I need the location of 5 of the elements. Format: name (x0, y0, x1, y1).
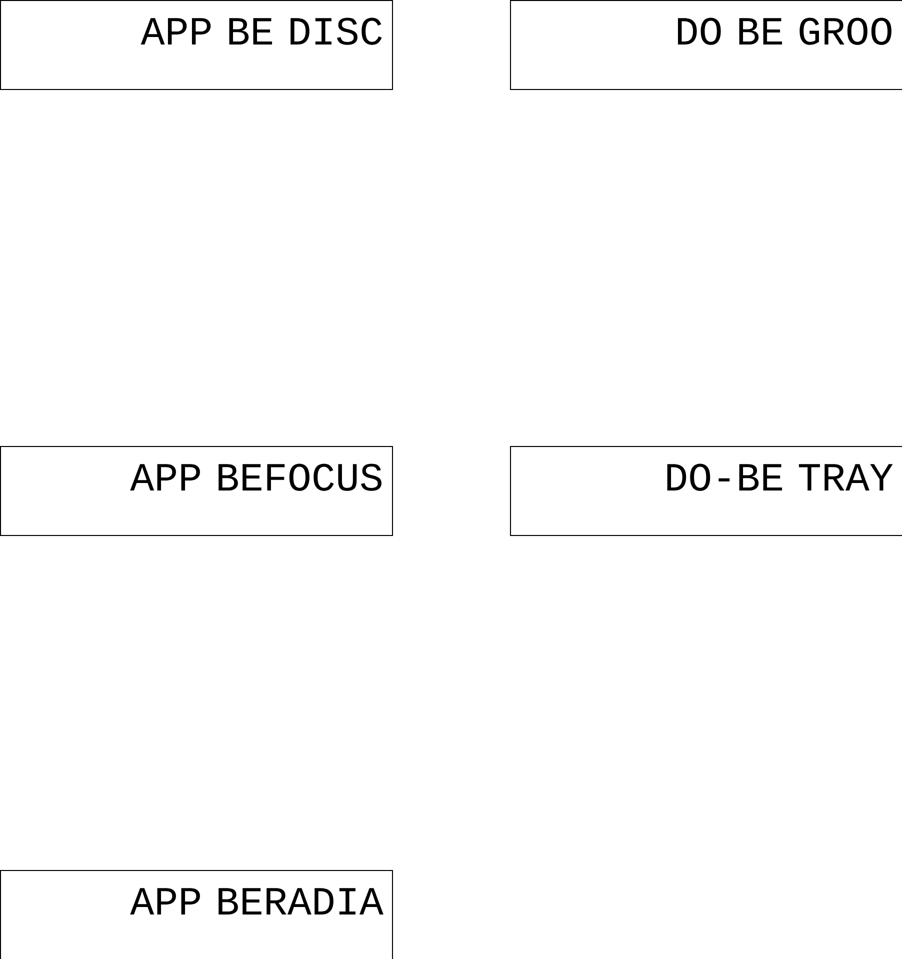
display-box: APP BE DISC (0, 0, 393, 90)
display-box: APP BEFOCUS (0, 446, 393, 536)
display-box: DO BE GROO (510, 0, 902, 90)
display-box: DO-BE TRAY (510, 446, 902, 536)
display-box: APP BERADIA (0, 870, 393, 959)
